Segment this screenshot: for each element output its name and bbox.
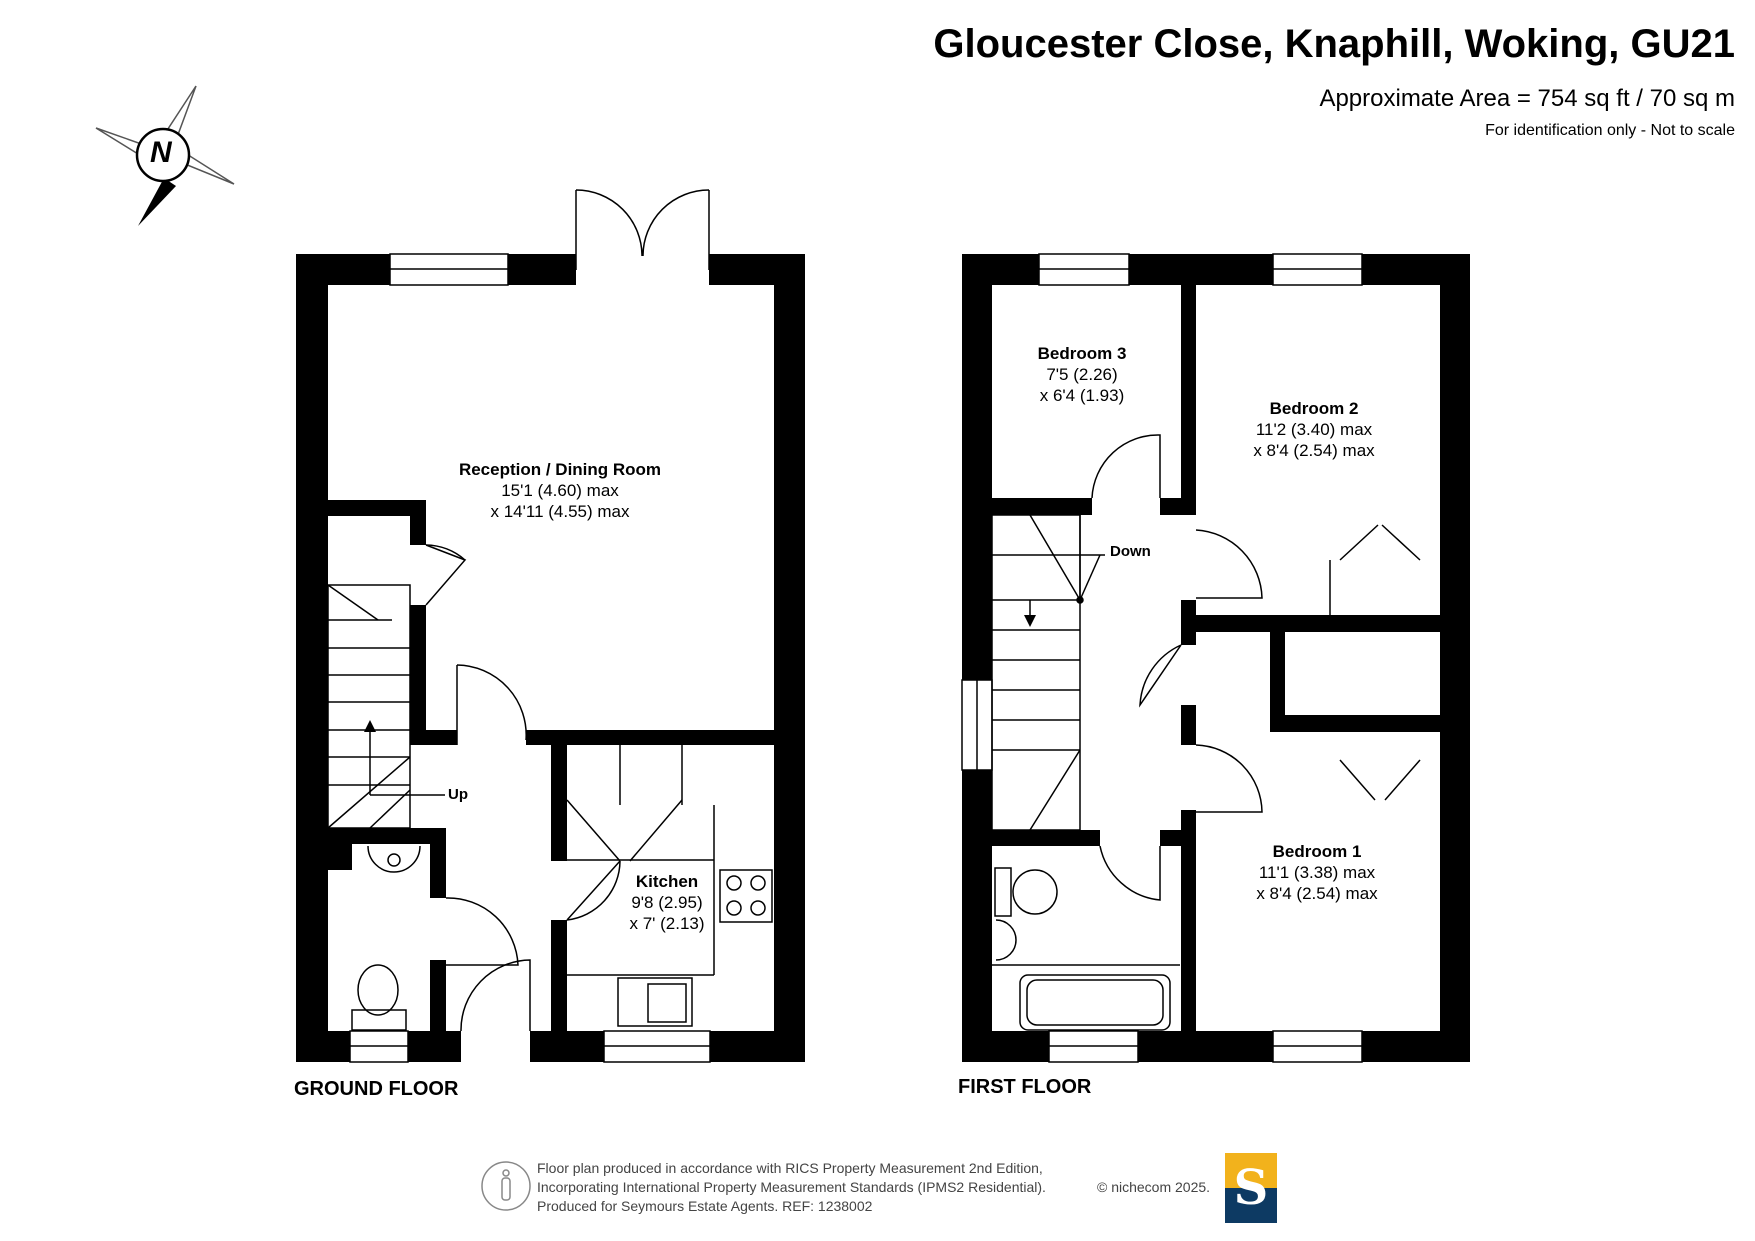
ground-floor-plan	[296, 254, 805, 1062]
footer-line: Incorporating International Property Mea…	[537, 1179, 1046, 1195]
stairs-down-label: Down	[1110, 543, 1151, 560]
room-dimension: 15'1 (4.60) max	[501, 481, 619, 500]
disclaimer-note: For identification only - Not to scale	[1485, 122, 1735, 139]
room-name: Bedroom 1	[1272, 842, 1362, 861]
room-name: Bedroom 2	[1269, 399, 1359, 418]
page-title: Gloucester Close, Knaphill, Woking, GU21	[933, 22, 1735, 66]
ground-floor-label: GROUND FLOOR	[294, 1078, 459, 1100]
room-bedroom-2: Bedroom 2 11'2 (3.40) max x 8'4 (2.54) m…	[1253, 398, 1374, 461]
footer-notes: Floor plan produced in accordance with R…	[537, 1159, 1046, 1216]
room-name: Kitchen	[635, 872, 699, 891]
room-dimension: x 8'4 (2.54) max	[1253, 441, 1375, 460]
room-dimension: x 8'4 (2.54) max	[1256, 884, 1378, 903]
stairs-up-label: Up	[448, 786, 468, 803]
compass-north-label: N	[150, 136, 172, 169]
compass-icon	[95, 85, 235, 226]
seymours-logo-base	[1225, 1188, 1277, 1223]
room-bedroom-1: Bedroom 1 11'1 (3.38) max x 8'4 (2.54) m…	[1256, 841, 1377, 904]
footer-line: Produced for Seymours Estate Agents. REF…	[537, 1198, 873, 1214]
footer-line: Floor plan produced in accordance with R…	[537, 1160, 1043, 1176]
seymours-logo-letter: S	[1233, 1160, 1269, 1216]
room-name: Bedroom 3	[1037, 344, 1127, 363]
room-dimension: 9'8 (2.95)	[631, 893, 703, 912]
room-bedroom-3: Bedroom 3 7'5 (2.26) x 6'4 (1.93)	[1038, 343, 1127, 406]
copyright-text: © nichecom 2025.	[1097, 1179, 1211, 1195]
approximate-area: Approximate Area = 754 sq ft / 70 sq m	[1319, 85, 1735, 112]
room-name: Reception / Dining Room	[458, 460, 662, 479]
down-arrow-icon	[1024, 615, 1036, 627]
room-dimension: 7'5 (2.26)	[1046, 365, 1118, 384]
room-dimension: 11'1 (3.38) max	[1258, 863, 1376, 882]
first-floor-fixtures	[961, 253, 1421, 1063]
room-dimension: x 6'4 (1.93)	[1039, 386, 1125, 405]
up-arrow-icon	[364, 720, 376, 732]
room-dimension: x 7' (2.13)	[629, 914, 705, 933]
room-kitchen: Kitchen 9'8 (2.95) x 7' (2.13)	[629, 871, 704, 934]
ground-floor-fixtures	[327, 189, 773, 1063]
room-dimension: x 14'11 (4.55) max	[490, 502, 630, 521]
first-floor-label: FIRST FLOOR	[958, 1076, 1092, 1098]
room-dimension: 11'2 (3.40) max	[1255, 420, 1373, 439]
room-reception-dining: Reception / Dining Room 15'1 (4.60) max …	[459, 459, 661, 522]
